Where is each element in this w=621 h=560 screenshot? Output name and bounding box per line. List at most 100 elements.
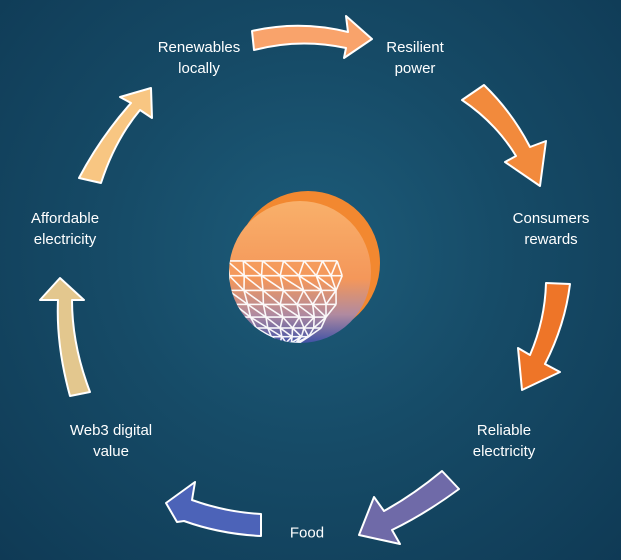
sphere-wire-segment: [253, 335, 269, 343]
sphere-wire-segment: [229, 303, 239, 318]
sphere-wire-segment: [261, 275, 284, 292]
sphere-wire-segment: [282, 289, 298, 305]
sphere-wire-segment: [210, 261, 218, 276]
sphere-wire-segment: [260, 336, 270, 343]
sphere-wire-segment: [296, 304, 301, 318]
sphere-wire-segment: [303, 260, 317, 277]
sphere-wire-segment: [229, 275, 245, 291]
node-renewables-locally: Renewables locally: [157, 39, 241, 77]
sphere-wire-segment: [211, 276, 212, 291]
sphere-wire-segment: [217, 276, 218, 291]
sphere-wire-segment: [279, 327, 283, 337]
sphere-wire-segment: [255, 327, 272, 338]
sphere-wire-segment: [229, 289, 235, 306]
sphere-wire-segment: [320, 290, 327, 305]
arrow-reliable-to-food: [358, 470, 460, 545]
arrow-resilient-to-consumers: [461, 84, 547, 187]
sphere-wire-segment: [229, 316, 247, 329]
arrow-web3-to-affordable: [39, 277, 91, 397]
sphere-wire-segment: [315, 275, 323, 291]
sphere-wire-segment: [262, 289, 281, 306]
sphere-wire-segment: [315, 275, 337, 292]
sphere-wire-segment: [243, 275, 264, 292]
sphere-wire-segment: [242, 260, 245, 276]
sphere-wire-segment: [262, 304, 267, 318]
cycle-arrows: [39, 15, 571, 545]
sphere-wire-segment: [247, 303, 267, 318]
sphere-wire-segment: [282, 260, 300, 277]
sphere-wire-segment: [298, 260, 305, 276]
sphere-wire-segment: [320, 316, 327, 329]
arrow-renewables-to-resilient: [251, 15, 373, 59]
sphere-wire-segment: [236, 316, 248, 329]
sphere-wire-segment: [247, 335, 261, 343]
sphere-wire-segment: [262, 303, 284, 318]
sphere-wire-segment: [249, 316, 258, 329]
sphere-wire-segment: [291, 327, 302, 338]
sphere-wire-segment: [243, 290, 249, 305]
sphere-wire-segment: [336, 260, 343, 276]
sphere-wire-segment: [229, 316, 236, 329]
sphere-wire-segment: [229, 260, 231, 276]
sphere-wire-segment: [216, 261, 218, 276]
sphere-wire-segment: [229, 275, 231, 291]
sphere-wire-segment: [229, 260, 230, 277]
sphere-wire-segment: [217, 290, 224, 304]
sphere-wire-segment: [211, 276, 217, 291]
node-food: Food: [289, 524, 325, 542]
sphere-wire-segment: [312, 303, 327, 318]
sphere-wire-segment: [279, 290, 285, 305]
sphere-wire-segment: [229, 260, 245, 277]
sphere-wire-segment: [250, 316, 269, 329]
node-consumers-rewards: Consumers rewards: [512, 210, 590, 248]
node-reliable-electricity: Reliable electricity: [472, 422, 536, 460]
arrow-food-to-web3: [165, 481, 262, 537]
sphere-wire-segment: [311, 304, 315, 318]
sphere-wire-segment: [312, 289, 323, 305]
sphere-wire-segment: [267, 327, 273, 337]
sphere-wire-segment: [267, 327, 283, 338]
sphere-wire-segment: [303, 316, 315, 329]
sphere-wire-segment: [330, 275, 337, 291]
geodesic-sphere-icon: [210, 191, 380, 343]
sphere-wire-segment: [229, 303, 230, 318]
sphere-wire-segment: [279, 275, 285, 291]
sphere-wire-segment: [245, 327, 255, 338]
sphere-wire-segment: [285, 336, 293, 343]
sphere-wire-segment: [234, 327, 249, 338]
sphere-wire-segment: [212, 290, 218, 304]
sphere-wire-segment: [299, 336, 310, 343]
sphere-wire-segment: [330, 260, 338, 277]
sphere-wire-segment: [243, 289, 264, 306]
sphere-wire-segment: [244, 335, 261, 343]
sphere-wire-segment: [315, 260, 324, 277]
sphere-wire-segment: [246, 304, 252, 318]
sphere-wire-segment: [212, 290, 224, 304]
sphere-wire-segment: [298, 316, 305, 329]
sphere-wire-segment: [279, 304, 284, 318]
sphere-wire-segment: [321, 260, 332, 277]
sphere-wire-segment: [300, 327, 305, 337]
sphere-wire-segment: [308, 327, 322, 338]
sphere-wire-segment: [303, 327, 310, 338]
arrow-consumers-to-reliable: [517, 282, 571, 391]
sphere-wire-segment: [325, 289, 337, 305]
sphere-wire-segment: [265, 316, 269, 329]
sphere-wire-segment: [279, 303, 300, 318]
sphere-wire-segment: [279, 260, 285, 276]
sphere-wire-segment: [242, 260, 263, 277]
sphere-wire-segment: [298, 275, 323, 292]
sphere-wire-segment: [244, 335, 259, 343]
sphere-wire-segment: [325, 303, 337, 318]
sphere-wire-segment: [282, 316, 294, 329]
sphere-wire-segment: [279, 316, 284, 329]
sphere-wire-segment: [233, 327, 246, 338]
sphere-wire-segment: [210, 261, 211, 276]
sphere-wire-segment: [296, 290, 305, 305]
sphere-wire-segment: [313, 316, 327, 329]
sphere-wire-segment: [265, 316, 281, 329]
sphere-wire-segment: [218, 276, 228, 291]
sphere-wire-segment: [238, 327, 249, 338]
sphere-wire-segment: [238, 327, 254, 338]
